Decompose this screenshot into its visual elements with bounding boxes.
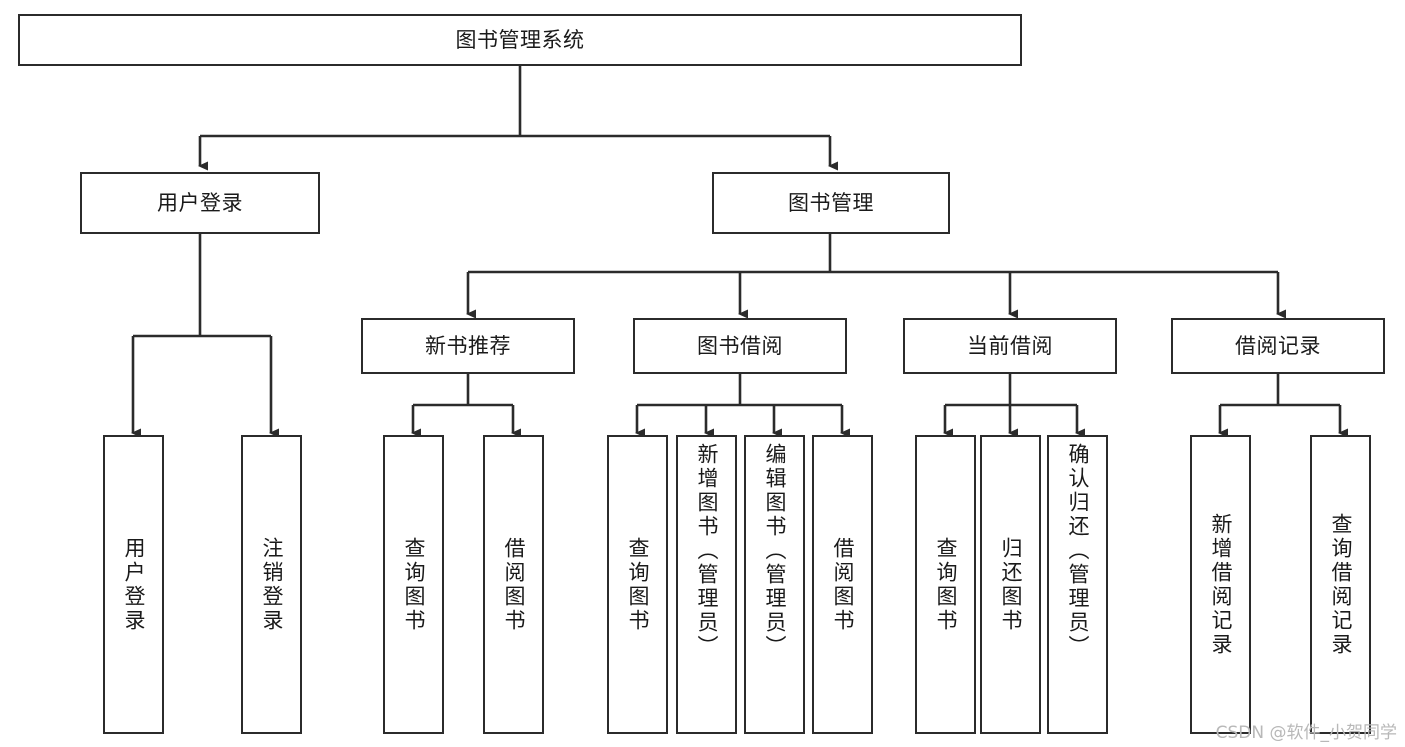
node-label: 新增借阅记录 [1209,512,1233,657]
leaf-book-borrow-query[interactable]: 查询图书 [607,435,668,734]
leaf-book-borrow-add-admin[interactable]: 新增图书（管理员） [676,435,737,734]
node-label: 查询借阅记录 [1329,512,1353,657]
node-label: 新增图书（管理员） [695,443,719,659]
node-book-borrow[interactable]: 图书借阅 [633,318,847,374]
node-new-book-recommend[interactable]: 新书推荐 [361,318,575,374]
leaf-borrow-record-query[interactable]: 查询借阅记录 [1310,435,1371,734]
node-label: 图书借阅 [697,333,783,358]
leaf-current-borrow-return[interactable]: 归还图书 [980,435,1041,734]
node-label: 编辑图书（管理员） [763,443,787,659]
node-label: 查询图书 [934,536,958,633]
node-label: 借阅图书 [502,536,526,633]
leaf-user-login-logout[interactable]: 注销登录 [241,435,302,734]
node-user-login[interactable]: 用户登录 [80,172,320,234]
node-borrow-record[interactable]: 借阅记录 [1171,318,1385,374]
node-label: 查询图书 [626,536,650,633]
leaf-new-book-borrow[interactable]: 借阅图书 [483,435,544,734]
node-label: 借阅图书 [831,536,855,633]
node-book-management[interactable]: 图书管理 [712,172,950,234]
node-label: 图书管理系统 [455,27,585,52]
node-label: 查询图书 [402,536,426,633]
node-label: 归还图书 [999,536,1023,633]
node-label: 当前借阅 [967,333,1053,358]
leaf-borrow-record-add[interactable]: 新增借阅记录 [1190,435,1251,734]
node-label: 用户登录 [157,190,243,215]
node-label: 图书管理 [788,190,874,215]
node-label: 借阅记录 [1235,333,1321,358]
leaf-current-borrow-query[interactable]: 查询图书 [915,435,976,734]
leaf-user-login-login[interactable]: 用户登录 [103,435,164,734]
node-current-borrow[interactable]: 当前借阅 [903,318,1117,374]
node-root-book-management-system[interactable]: 图书管理系统 [18,14,1022,66]
leaf-book-borrow-edit-admin[interactable]: 编辑图书（管理员） [744,435,805,734]
node-label: 确认归还（管理员） [1066,443,1090,659]
node-label: 用户登录 [122,536,146,633]
leaf-current-borrow-confirm-admin[interactable]: 确认归还（管理员） [1047,435,1108,734]
leaf-new-book-query[interactable]: 查询图书 [383,435,444,734]
node-label: 新书推荐 [425,333,511,358]
leaf-book-borrow-borrow[interactable]: 借阅图书 [812,435,873,734]
node-label: 注销登录 [260,536,284,633]
